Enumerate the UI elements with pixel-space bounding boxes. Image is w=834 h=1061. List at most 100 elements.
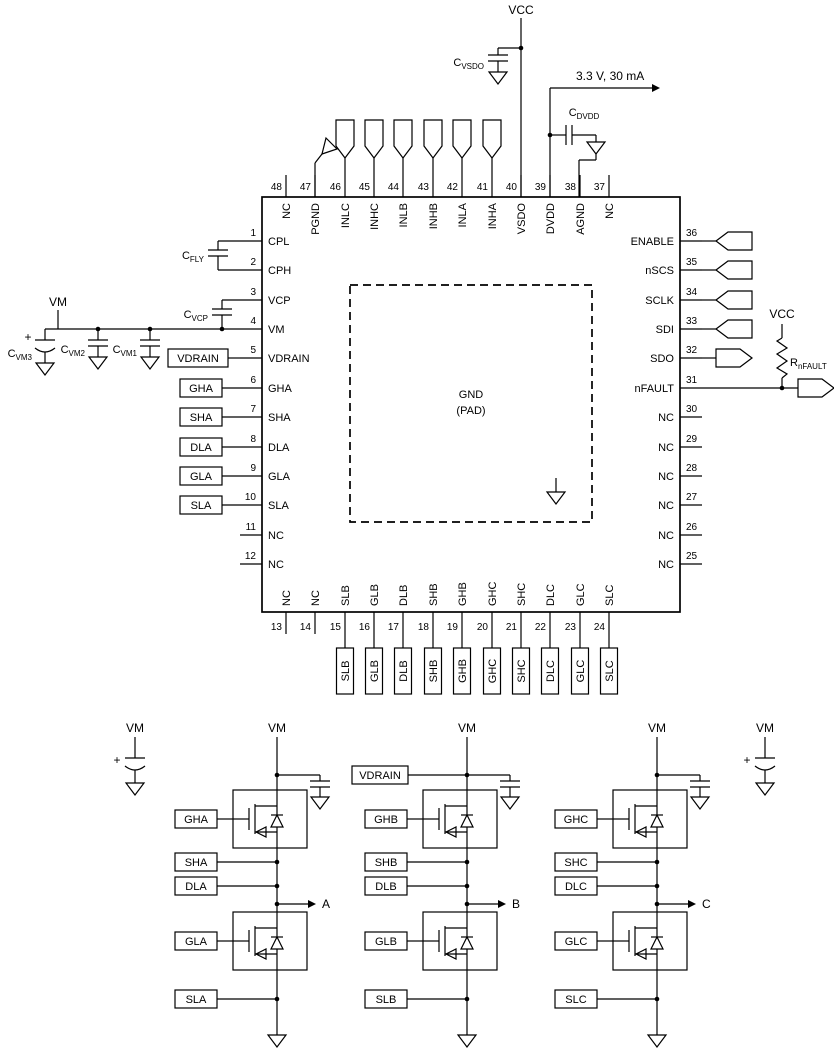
output-flag-icon — [715, 348, 753, 368]
pin-number-44: 44 — [388, 182, 400, 193]
cvm2-label: CVM2 — [61, 344, 86, 358]
pin-name-enable: ENABLE — [631, 236, 674, 248]
pin-name-glb: GLB — [369, 584, 381, 606]
far-right-vm-cap: VM + — [743, 721, 776, 796]
pin-number-13: 13 — [271, 622, 283, 633]
net-label-dlb: DLB — [375, 881, 396, 893]
ground-icon — [647, 1034, 667, 1048]
phase-output-label: C — [702, 897, 711, 911]
cvm3-capacitor-icon — [34, 339, 56, 359]
net-label-box-slc — [599, 647, 619, 695]
pin-name-sdo: SDO — [650, 353, 674, 365]
pin-name-inhb: INHB — [428, 203, 440, 229]
phase-arrowhead — [308, 900, 316, 908]
net-label-box-sla — [174, 989, 218, 1009]
cvm1-label: CVM1 — [113, 344, 138, 358]
net-label-box-glc — [554, 931, 598, 951]
pin-name-sdi: SDI — [656, 324, 674, 336]
junction-dot — [219, 326, 225, 332]
pin-number-22: 22 — [535, 622, 547, 633]
cvcp-capacitor-icon — [211, 308, 233, 316]
pin-name-inlb: INLB — [398, 203, 410, 227]
mosfet-low-side — [232, 911, 308, 971]
net-label-box-shb — [423, 647, 443, 695]
net-label-shb: SHB — [375, 857, 398, 869]
net-label-dlc: DLC — [565, 881, 587, 893]
pin-number-38: 38 — [565, 182, 577, 193]
cvm3-label: CVM3 — [8, 348, 33, 362]
net-label-box-glb — [364, 931, 408, 951]
net-label-box-slb — [335, 647, 355, 695]
cfly-label: CFLY — [182, 250, 205, 264]
net-label-glb: GLB — [369, 660, 381, 682]
vm-label: VM — [268, 721, 286, 735]
pin-number-4: 4 — [250, 316, 256, 327]
pin-name-inlc: INLC — [340, 203, 352, 228]
pin-name-sclk: SCLK — [645, 295, 674, 307]
net-label-box-slc — [554, 989, 598, 1009]
pin-name-nc: NC — [281, 203, 293, 219]
pin-name-nc: NC — [658, 500, 674, 512]
pin-number-7: 7 — [250, 404, 256, 415]
net-label-slb: SLB — [376, 994, 397, 1006]
pin-number-17: 17 — [388, 622, 400, 633]
pin-name-dla: DLA — [268, 442, 290, 454]
rnfault-label: RnFAULT — [790, 357, 827, 371]
pin-name-nc: NC — [658, 442, 674, 454]
ground-icon — [586, 141, 606, 155]
pin-name-vcp: VCP — [268, 295, 291, 307]
pin-number-41: 41 — [477, 182, 489, 193]
vm-label: VM — [458, 721, 476, 735]
net-label-glc: GLC — [565, 936, 588, 948]
pin-number-5: 5 — [250, 345, 256, 356]
vcc-vsdo-net: VCC CVSDO — [453, 3, 534, 197]
pin-number-31: 31 — [686, 375, 698, 386]
net-label-glc: GLC — [575, 660, 587, 683]
pin-number-30: 30 — [686, 404, 698, 415]
bulk-capacitor-icon — [754, 757, 776, 777]
net-label-slc: SLC — [565, 994, 586, 1006]
pin-number-21: 21 — [506, 622, 518, 633]
pin-name-gha: GHA — [268, 383, 293, 395]
input-flag-icon — [482, 119, 502, 159]
pin-number-48: 48 — [271, 182, 283, 193]
net-label-ghb: GHB — [457, 659, 469, 683]
net-label-box-dlb — [364, 876, 408, 896]
pin-number-36: 36 — [686, 228, 698, 239]
net-label-box-dlc — [554, 876, 598, 896]
net-label-shb: SHB — [428, 660, 440, 683]
input-flag-icon — [335, 119, 355, 159]
net-label-dla: DLA — [190, 442, 212, 454]
net-label-box-glc — [570, 647, 590, 695]
pin-name-slc: SLC — [604, 585, 616, 606]
pin-name-vsdo: VSDO — [516, 203, 528, 235]
net-label-slc: SLC — [604, 660, 616, 681]
net-label-dlb: DLB — [398, 660, 410, 681]
bypass-capacitor-icon — [499, 780, 521, 788]
pin-number-23: 23 — [565, 622, 577, 633]
net-label-gla: GLA — [185, 936, 208, 948]
pin-name-ghb: GHB — [457, 582, 469, 606]
net-label-box-ghb — [364, 809, 408, 829]
pad-label-pad: (PAD) — [456, 405, 485, 417]
cdvdd-label: CDVDD — [569, 107, 600, 121]
rail33-label: 3.3 V, 30 mA — [576, 69, 644, 83]
input-flag-icon — [715, 260, 753, 280]
pin-number-42: 42 — [447, 182, 459, 193]
pin-number-40: 40 — [506, 182, 518, 193]
bulk-capacitor-icon — [124, 757, 146, 777]
pin-number-34: 34 — [686, 287, 698, 298]
wire — [314, 153, 323, 164]
pad-label-gnd: GND — [459, 389, 484, 401]
pin-name-pgnd: PGND — [310, 203, 322, 235]
net-label-box-dlc — [540, 647, 560, 695]
net-label-sla: SLA — [186, 994, 207, 1006]
net-label-box-glb — [364, 647, 384, 695]
pin-name-nscs: nSCS — [645, 265, 674, 277]
pin-number-27: 27 — [686, 492, 698, 503]
net-label-dlc: DLC — [545, 660, 557, 682]
net-label-gha: GHA — [184, 814, 209, 826]
ground-icon — [267, 1034, 287, 1048]
net-label-box-ghb — [452, 647, 472, 695]
